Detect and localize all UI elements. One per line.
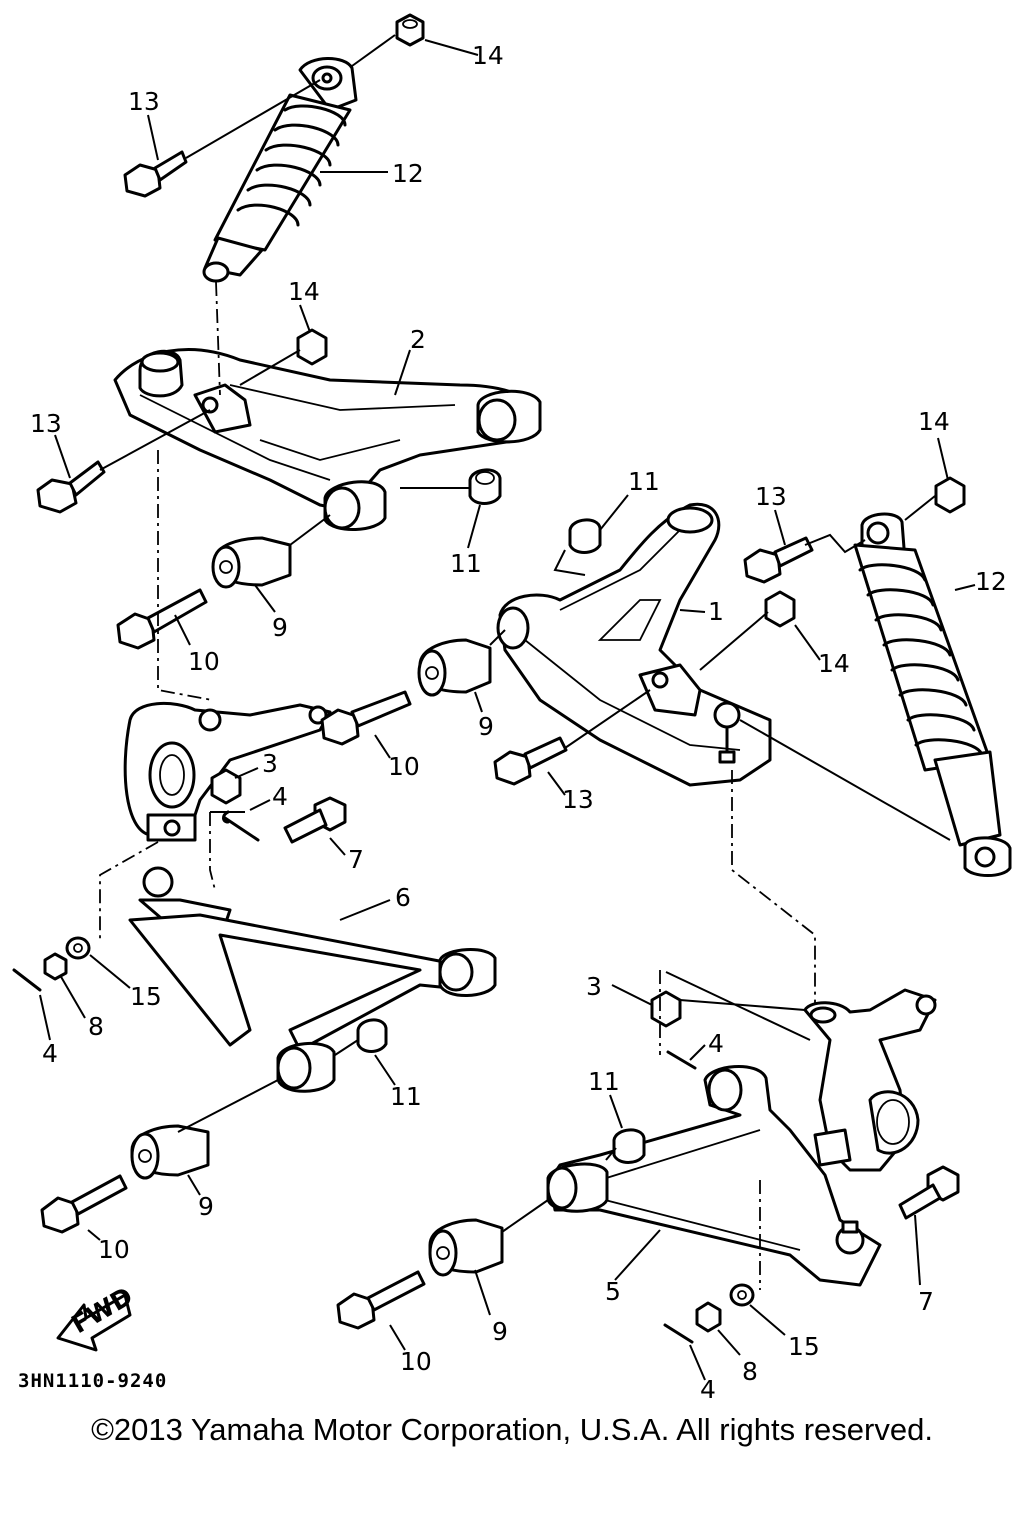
shock-absorber-left	[202, 57, 358, 283]
nut-14-right	[934, 476, 966, 514]
callout-pointers	[39, 39, 976, 1381]
callout-8: 8	[88, 1012, 104, 1041]
callout-3: 3	[262, 749, 278, 778]
bolt-10-lower-left	[40, 1174, 128, 1234]
callout-1: 1	[708, 597, 724, 626]
callout-11: 11	[628, 467, 660, 496]
callout-4: 4	[42, 1039, 58, 1068]
bolt-7-right	[898, 1165, 960, 1220]
nut-14-top	[395, 13, 425, 47]
callout-15: 15	[130, 982, 162, 1011]
callout-14: 14	[288, 277, 320, 306]
lower-arm-5	[546, 1065, 882, 1287]
cotter-pin-4-right	[666, 1050, 697, 1070]
nut-11-lower-right	[612, 1128, 646, 1164]
bolt-13-left	[36, 460, 106, 514]
callout-6: 6	[395, 883, 411, 912]
callout-14: 14	[472, 41, 504, 70]
leader-lines	[99, 34, 951, 1233]
callout-10: 10	[188, 647, 220, 676]
nut-3-left	[210, 768, 242, 805]
nut-3-right	[650, 990, 682, 1028]
callout-numbers: 14 13 12 14 2 13 11 9 10 14 11 13 12 1 1…	[30, 41, 1007, 1400]
bolt-13-mid	[493, 736, 568, 786]
callout-9: 9	[198, 1192, 214, 1221]
callout-2: 2	[410, 325, 426, 354]
callout-13: 13	[30, 409, 62, 438]
cotter-pin-4-lower-left	[12, 968, 42, 992]
nut-14-mid	[764, 590, 796, 628]
bolt-13-top	[123, 150, 188, 198]
callout-10: 10	[388, 752, 420, 781]
bolt-10-mid	[320, 690, 412, 746]
callout-8: 8	[742, 1357, 758, 1386]
callout-10: 10	[400, 1347, 432, 1376]
assembly-lines	[99, 281, 816, 1290]
cotter-pin-4-left	[222, 810, 260, 842]
callout-9: 9	[492, 1317, 508, 1346]
nut-8-left	[43, 952, 68, 981]
fwd-arrow-icon: FWD	[56, 1281, 138, 1352]
bolt-10-upper-left	[116, 588, 208, 650]
bolt-7-left	[283, 796, 347, 844]
callout-11: 11	[588, 1067, 620, 1096]
callout-14: 14	[918, 407, 950, 436]
callout-3: 3	[586, 972, 602, 1001]
bushing-9-lower-right	[428, 1218, 504, 1277]
washer-15-left	[65, 936, 91, 960]
callout-5: 5	[605, 1277, 621, 1306]
callout-13: 13	[128, 87, 160, 116]
shock-absorber-right	[853, 512, 1012, 877]
bushing-9-lower-left	[130, 1124, 210, 1180]
steering-knuckle-right	[803, 988, 937, 1172]
nut-11-upper-right	[568, 518, 602, 554]
bushing-9-upper-right	[417, 638, 492, 697]
nut-11-upper-left	[468, 468, 502, 505]
lower-arm-6	[128, 866, 497, 1093]
callout-13: 13	[755, 482, 787, 511]
callout-13: 13	[562, 785, 594, 814]
callout-11: 11	[390, 1082, 422, 1111]
copyright-notice: ©2013 Yamaha Motor Corporation, U.S.A. A…	[91, 1412, 933, 1447]
upper-arm-2	[113, 348, 542, 532]
callout-12: 12	[975, 567, 1007, 596]
callout-4: 4	[272, 782, 288, 811]
callout-7: 7	[348, 845, 364, 874]
bushing-9-upper-left	[211, 536, 292, 589]
bolt-13-right	[743, 536, 814, 584]
nut-8-right	[695, 1301, 722, 1333]
callout-11: 11	[450, 549, 482, 578]
callout-9: 9	[272, 613, 288, 642]
cotter-pin-4-lower-right	[663, 1323, 694, 1344]
suspension-exploded-diagram: FWD	[12, 13, 1012, 1400]
bolt-10-lower-right	[336, 1270, 426, 1330]
callout-4: 4	[708, 1029, 724, 1058]
callout-10: 10	[98, 1235, 130, 1264]
steering-knuckle-left	[123, 701, 332, 842]
diagram-code: 3HN1110-9240	[18, 1370, 168, 1392]
washer-15-right	[729, 1283, 755, 1307]
callout-15: 15	[788, 1332, 820, 1361]
nut-14-upper-arm	[296, 328, 328, 366]
upper-arm-1	[496, 502, 772, 787]
callout-14: 14	[818, 649, 850, 678]
callout-4: 4	[700, 1375, 716, 1400]
callout-7: 7	[918, 1287, 934, 1316]
nut-11-lower-left	[356, 1018, 388, 1053]
callout-9: 9	[478, 712, 494, 741]
callout-12: 12	[392, 159, 424, 188]
